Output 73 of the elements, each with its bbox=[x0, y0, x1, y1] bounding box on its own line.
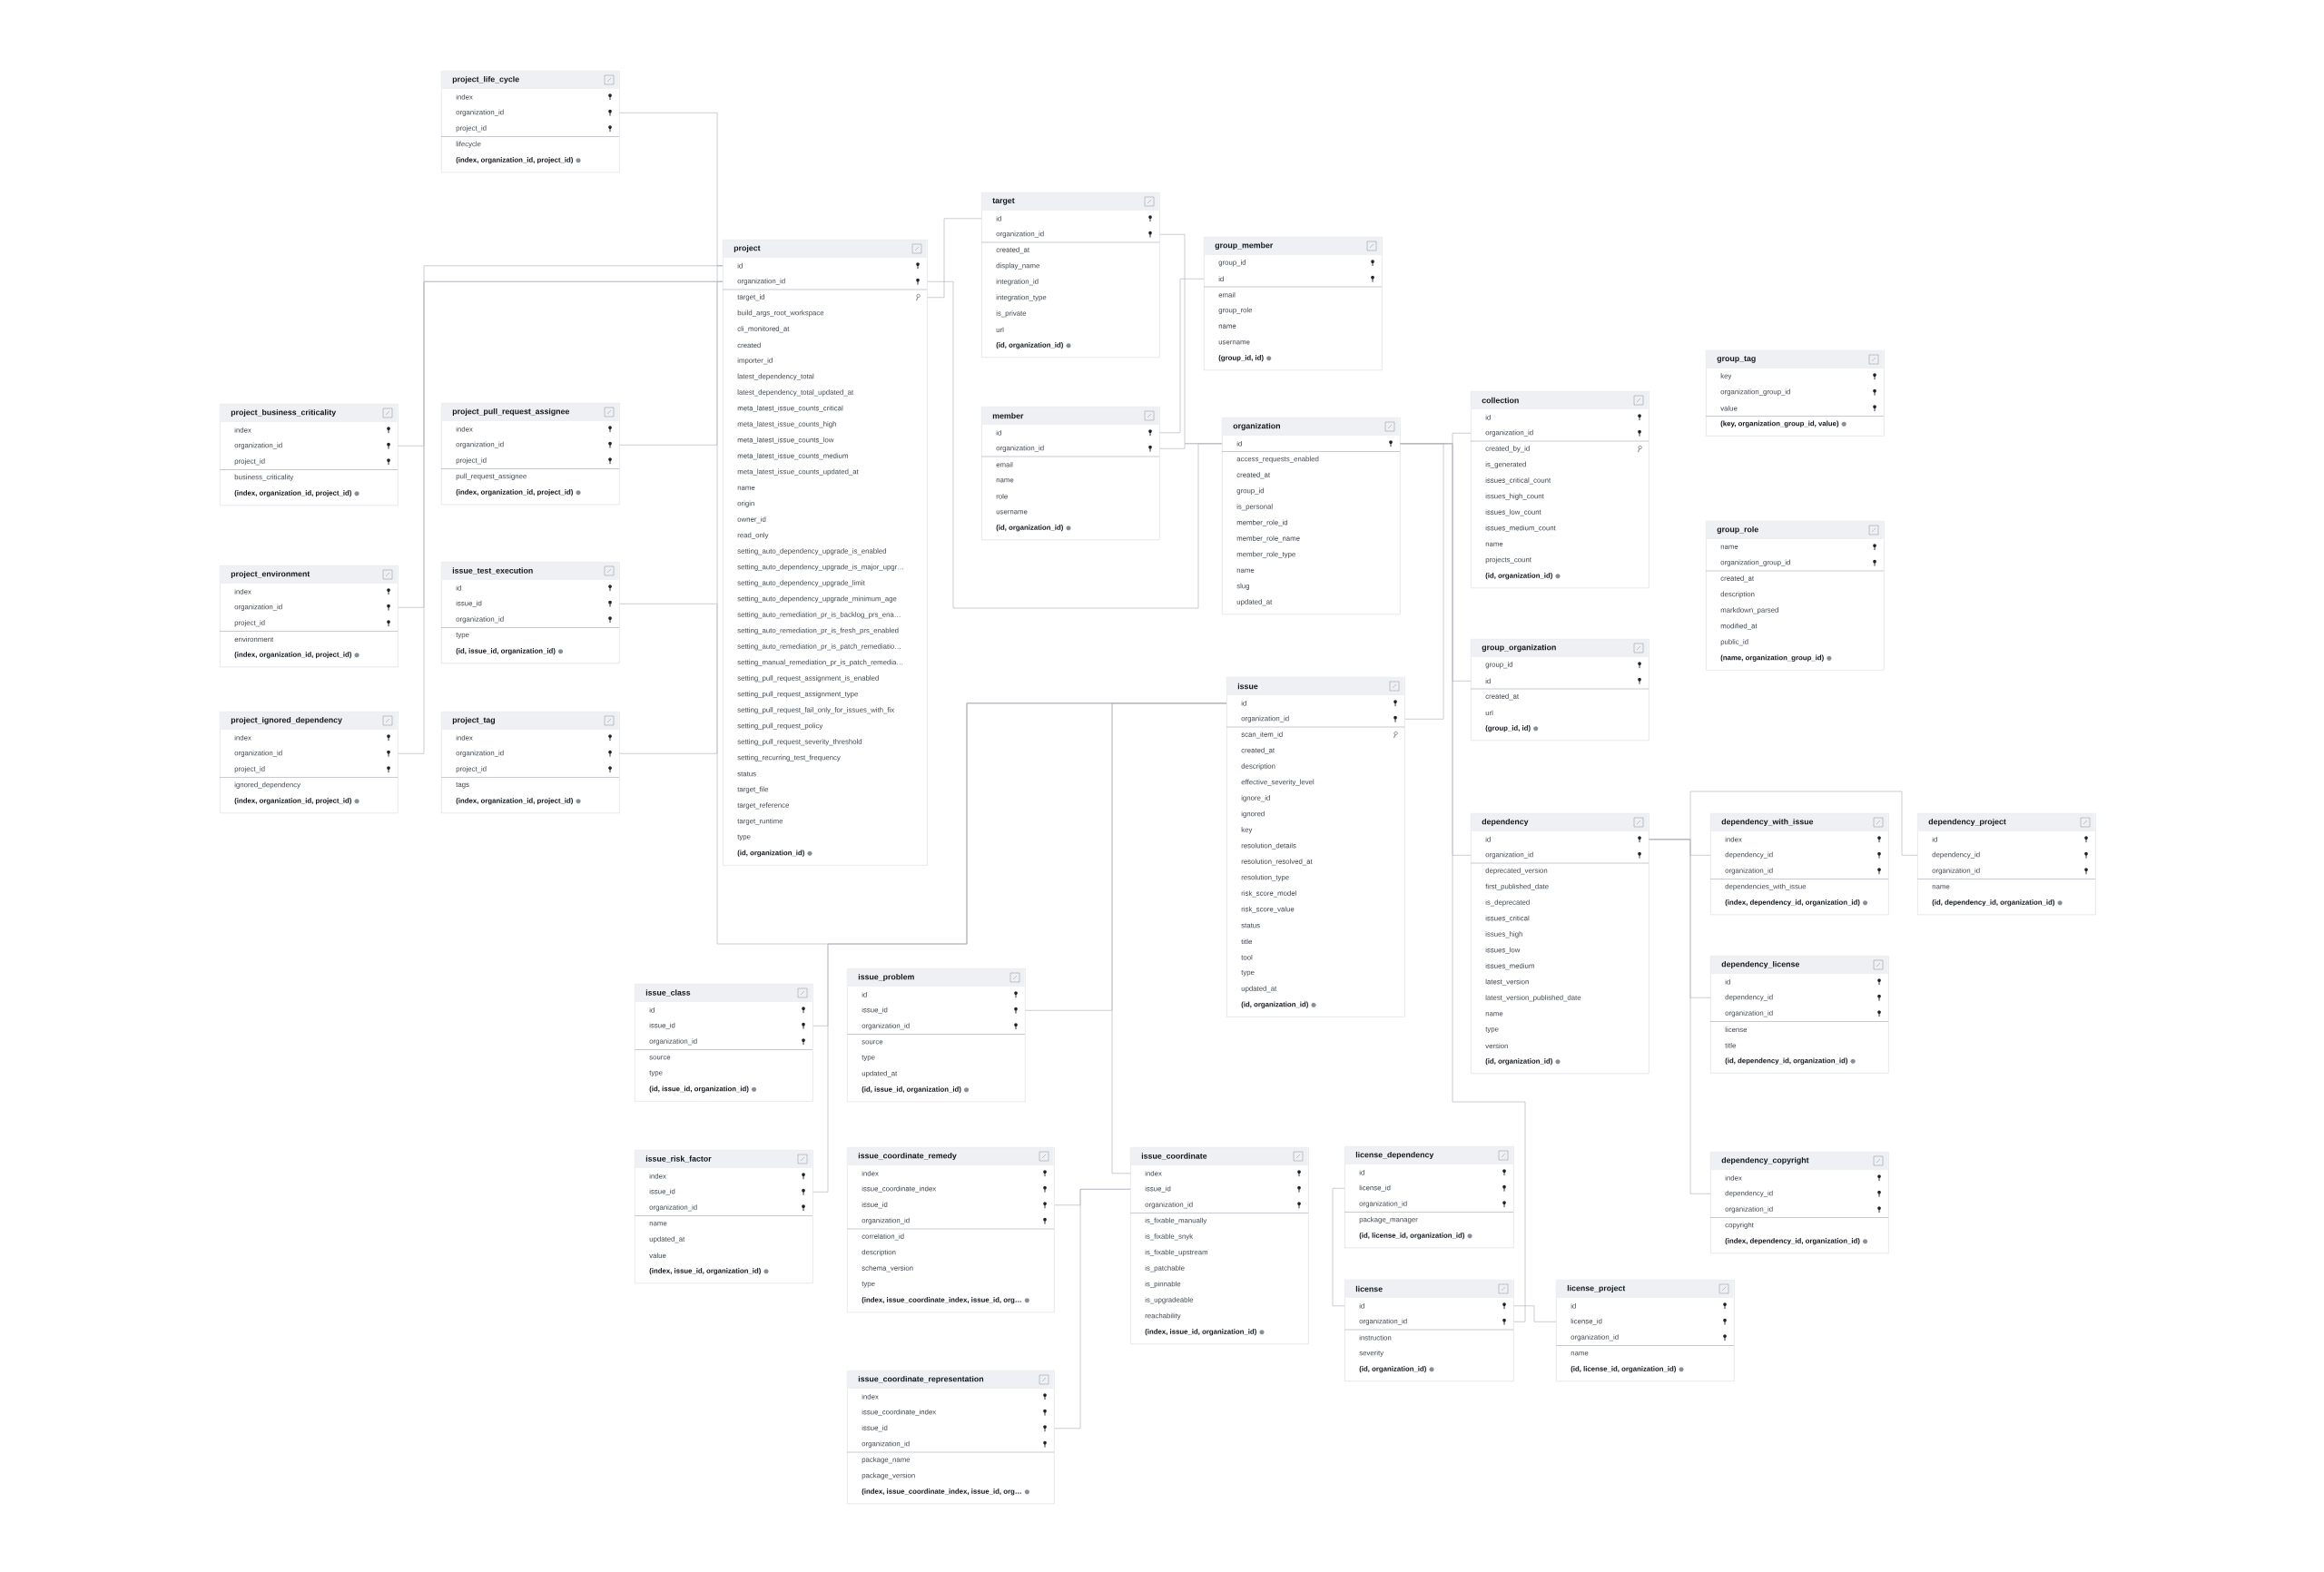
table-title: issue_class bbox=[645, 989, 691, 997]
table bbox=[1344, 1280, 1514, 1382]
table-title: project_pull_request_assignee bbox=[452, 408, 570, 417]
table-title: dependency bbox=[1482, 818, 1529, 827]
table bbox=[219, 404, 399, 506]
table-title: group_role bbox=[1717, 526, 1758, 535]
table bbox=[1226, 677, 1405, 1017]
table bbox=[634, 984, 813, 1102]
table bbox=[440, 71, 620, 173]
table bbox=[440, 403, 620, 506]
connector bbox=[1332, 1187, 1345, 1307]
table bbox=[1709, 813, 1889, 916]
table-title: project_business_criticality bbox=[231, 408, 337, 418]
table bbox=[980, 407, 1160, 541]
table bbox=[1705, 350, 1885, 437]
connector bbox=[619, 280, 724, 754]
table-title: dependency_project bbox=[1928, 818, 2006, 827]
table-title: license bbox=[1355, 1285, 1383, 1292]
table bbox=[219, 712, 399, 814]
table bbox=[634, 1150, 813, 1284]
connector bbox=[1400, 443, 1526, 1322]
table bbox=[1709, 956, 1889, 1074]
table bbox=[1470, 639, 1649, 742]
table-title: issue_risk_factor bbox=[645, 1155, 712, 1163]
table bbox=[980, 192, 1160, 359]
connector bbox=[812, 702, 1227, 1193]
table-title: issue_coordinate_remedy bbox=[858, 1152, 957, 1161]
table bbox=[440, 712, 620, 814]
table-title: license_dependency bbox=[1355, 1151, 1434, 1160]
table bbox=[722, 240, 928, 866]
table-title: member bbox=[992, 412, 1024, 419]
table bbox=[1705, 521, 1885, 671]
table-title: project_life_cycle bbox=[452, 75, 519, 84]
connector bbox=[1513, 1305, 1557, 1322]
table-title: project bbox=[734, 244, 761, 253]
table bbox=[846, 1147, 1055, 1313]
connector bbox=[1159, 278, 1205, 434]
table-title: license_project bbox=[1567, 1284, 1626, 1293]
table-title: dependency_copyright bbox=[1721, 1156, 1809, 1165]
table bbox=[1916, 813, 2096, 916]
table-title: group_organization bbox=[1482, 644, 1556, 653]
table-title: project_ignored_dependency bbox=[231, 716, 342, 725]
connector bbox=[1054, 1188, 1131, 1430]
table-title: issue_test_execution bbox=[452, 567, 533, 575]
table bbox=[440, 562, 620, 664]
table bbox=[1470, 391, 1649, 589]
table-title: issue_coordinate_representation bbox=[858, 1375, 984, 1384]
table-title: issue_coordinate bbox=[1141, 1153, 1207, 1160]
connector bbox=[927, 218, 982, 299]
table-title: collection bbox=[1482, 397, 1519, 404]
table-title: issue bbox=[1237, 683, 1258, 690]
table-title: group_tag bbox=[1717, 356, 1756, 363]
table bbox=[1555, 1280, 1735, 1382]
table bbox=[1344, 1146, 1514, 1249]
table-title: issue_problem bbox=[858, 973, 914, 982]
table-title: dependency_with_issue bbox=[1721, 818, 1814, 827]
table bbox=[1221, 418, 1401, 615]
table-title: project_environment bbox=[231, 570, 310, 579]
connector bbox=[1159, 443, 1223, 449]
table bbox=[846, 968, 1026, 1103]
table bbox=[1470, 813, 1649, 1075]
table-title: project_tag bbox=[452, 716, 496, 725]
table bbox=[1129, 1147, 1309, 1345]
table bbox=[1203, 237, 1383, 371]
table-title: dependency_license bbox=[1721, 960, 1799, 969]
table bbox=[1709, 1152, 1889, 1254]
table-title: target bbox=[992, 198, 1015, 205]
table bbox=[846, 1371, 1055, 1505]
table-title: organization bbox=[1233, 422, 1280, 431]
connector bbox=[619, 265, 724, 446]
table-title: group_member bbox=[1215, 241, 1274, 251]
connector bbox=[1649, 839, 1711, 1194]
table bbox=[219, 565, 399, 668]
